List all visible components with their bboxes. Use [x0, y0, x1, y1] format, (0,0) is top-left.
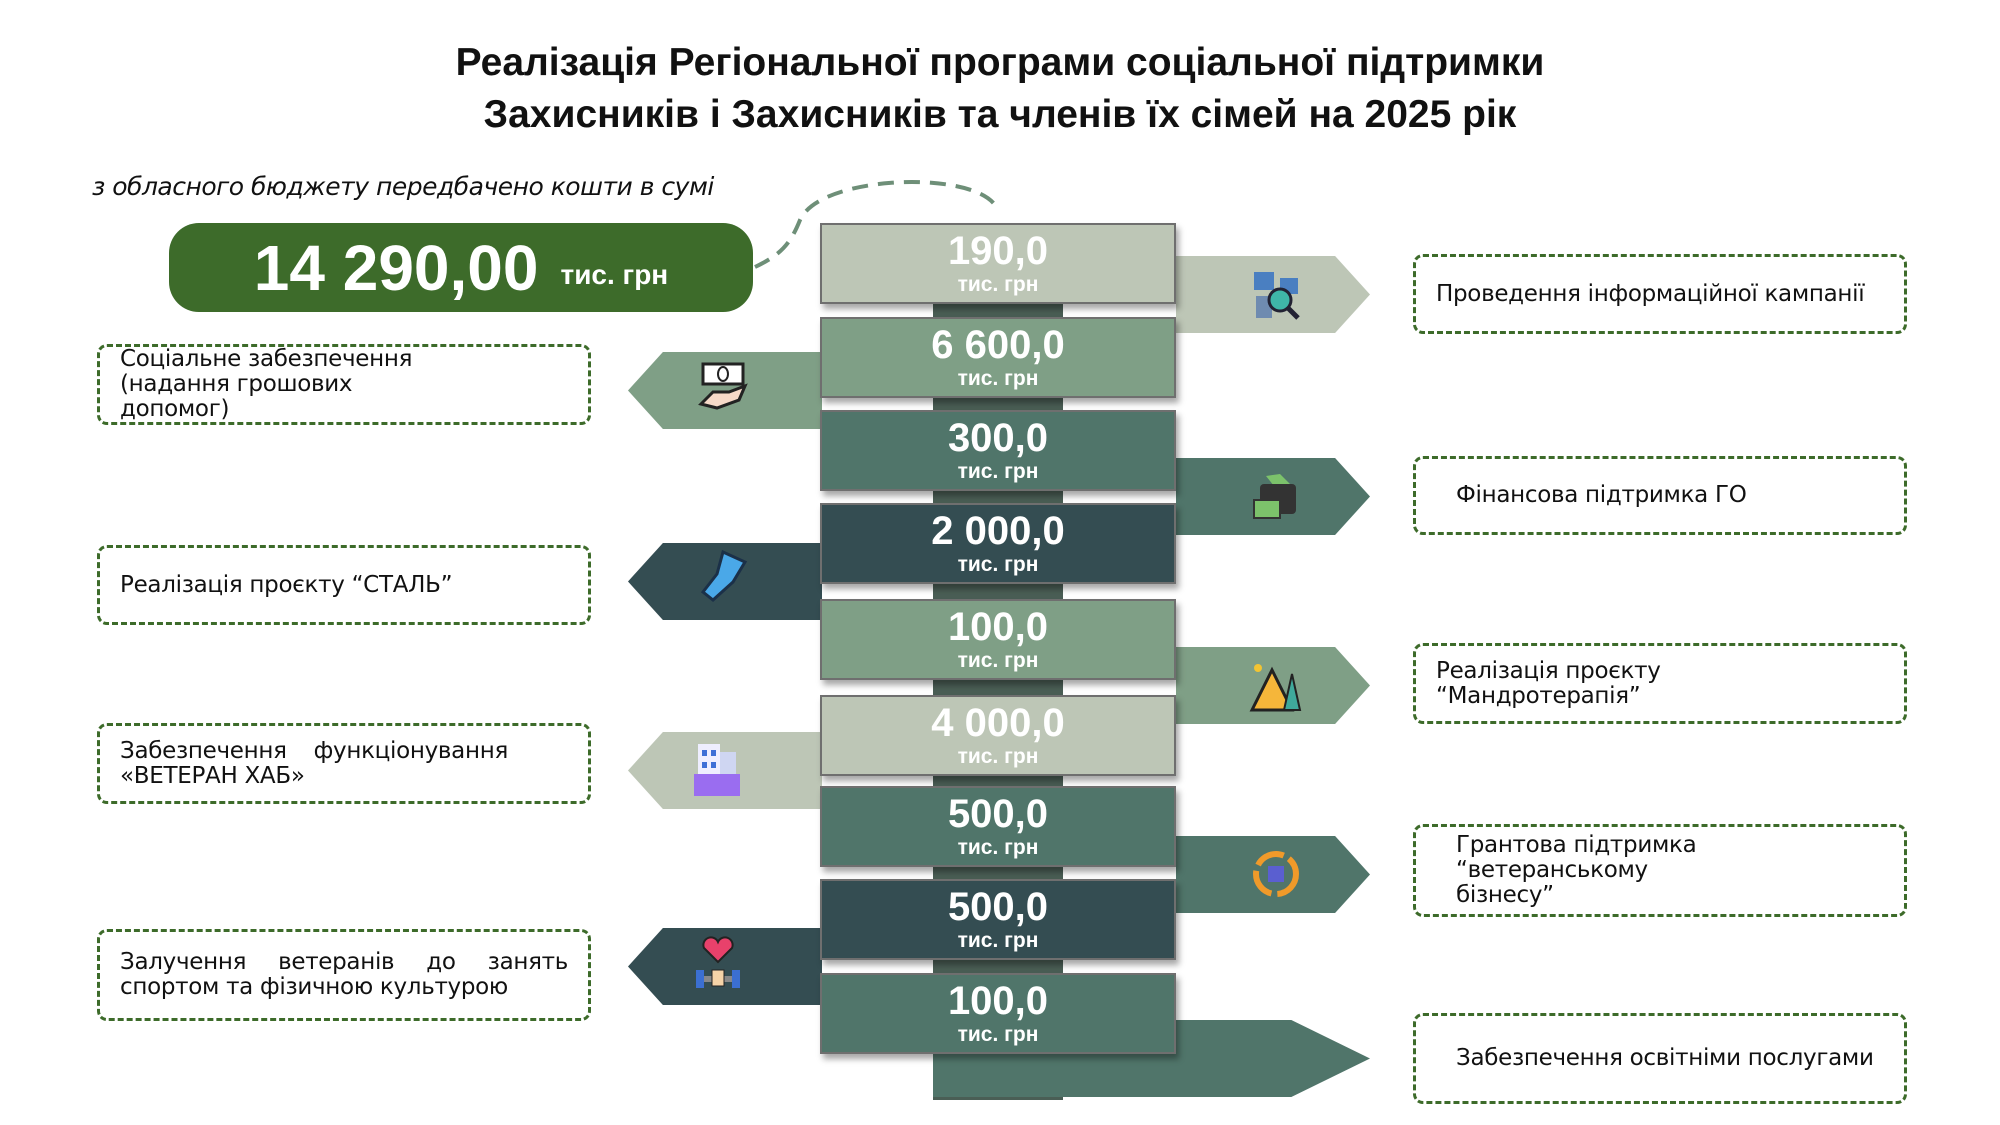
total-value: 14 290,00 — [253, 231, 539, 304]
total-budget-pill: 14 290,00 тис. грн — [169, 223, 753, 312]
wallet-icon — [1253, 474, 1296, 519]
amount-unit: тис. грн — [957, 367, 1039, 390]
amount-value: 6 600,0 — [931, 323, 1065, 367]
amount-unit: тис. грн — [957, 460, 1039, 483]
business-cycle-icon — [1253, 851, 1299, 897]
amount-unit: тис. грн — [957, 1023, 1039, 1046]
item-sport: Залучення ветеранів до занять спортом та… — [97, 929, 591, 1021]
building-icon — [694, 744, 740, 796]
amount-value: 100,0 — [947, 979, 1049, 1023]
item-label: Залучення ветеранів до занять спортом та… — [120, 949, 568, 1000]
amount-unit: тис. грн — [957, 836, 1039, 859]
item-social-security: Соціальне забезпечення (надання грошових… — [97, 344, 591, 425]
amount-value: 300,0 — [947, 416, 1049, 460]
dashed-connector — [754, 180, 997, 269]
amount-value: 2 000,0 — [931, 509, 1065, 553]
title-line-1: Реалізація Регіональної програми соціаль… — [455, 41, 1545, 84]
item-label: Реалізація проєкту “Мандротерапія” — [1436, 657, 1661, 709]
item-label: Реалізація проєкту “СТАЛЬ” — [120, 571, 453, 598]
item-label: Забезпечення освітніми послугами — [1456, 1045, 1874, 1071]
item-label: Соціальне забезпечення (надання грошових… — [120, 346, 413, 422]
total-unit: тис. грн — [560, 258, 669, 290]
amount-value: 190,0 — [947, 229, 1049, 273]
tent-icon — [1249, 664, 1302, 712]
amount-unit: тис. грн — [957, 745, 1039, 768]
title-line-2: Захисників і Захисників та членів їх сім… — [483, 93, 1517, 136]
money-hand-icon — [698, 362, 748, 410]
item-label: Забезпечення функціонування «ВЕТЕРАН ХАБ… — [120, 737, 508, 789]
item-label: Фінансова підтримка ГО — [1456, 482, 1747, 508]
item-veteran-hub: Забезпечення функціонування «ВЕТЕРАН ХАБ… — [97, 723, 591, 804]
item-mandrotherapy: Реалізація проєкту “Мандротерапія” — [1413, 643, 1907, 724]
amount-unit: тис. грн — [957, 649, 1039, 672]
amount-value: 500,0 — [947, 792, 1049, 836]
prosthetic-hand-icon — [700, 549, 748, 602]
heart-dumbbell-icon — [696, 936, 740, 988]
magnifier-photos-icon — [1254, 272, 1300, 320]
item-info-campaign: Проведення інформаційної кампанії — [1413, 254, 1907, 334]
amount-value: 4 000,0 — [931, 701, 1065, 745]
item-label: Проведення інформаційної кампанії — [1436, 280, 1865, 307]
amount-unit: тис. грн — [957, 929, 1039, 952]
item-label: Грантова підтримка “ветеранському бізнес… — [1456, 832, 1697, 908]
amount-value: 100,0 — [947, 605, 1049, 649]
item-stal: Реалізація проєкту “СТАЛЬ” — [97, 545, 591, 625]
amount-unit: тис. грн — [957, 273, 1039, 296]
amount-value: 500,0 — [947, 885, 1049, 929]
item-financial-support: Фінансова підтримка ГО — [1413, 456, 1907, 535]
amount-unit: тис. грн — [957, 553, 1039, 576]
item-grant: Грантова підтримка “ветеранському бізнес… — [1413, 824, 1907, 917]
item-education: Забезпечення освітніми послугами — [1413, 1013, 1907, 1104]
subtitle: з обласного бюджету передбачено кошти в … — [92, 172, 714, 201]
